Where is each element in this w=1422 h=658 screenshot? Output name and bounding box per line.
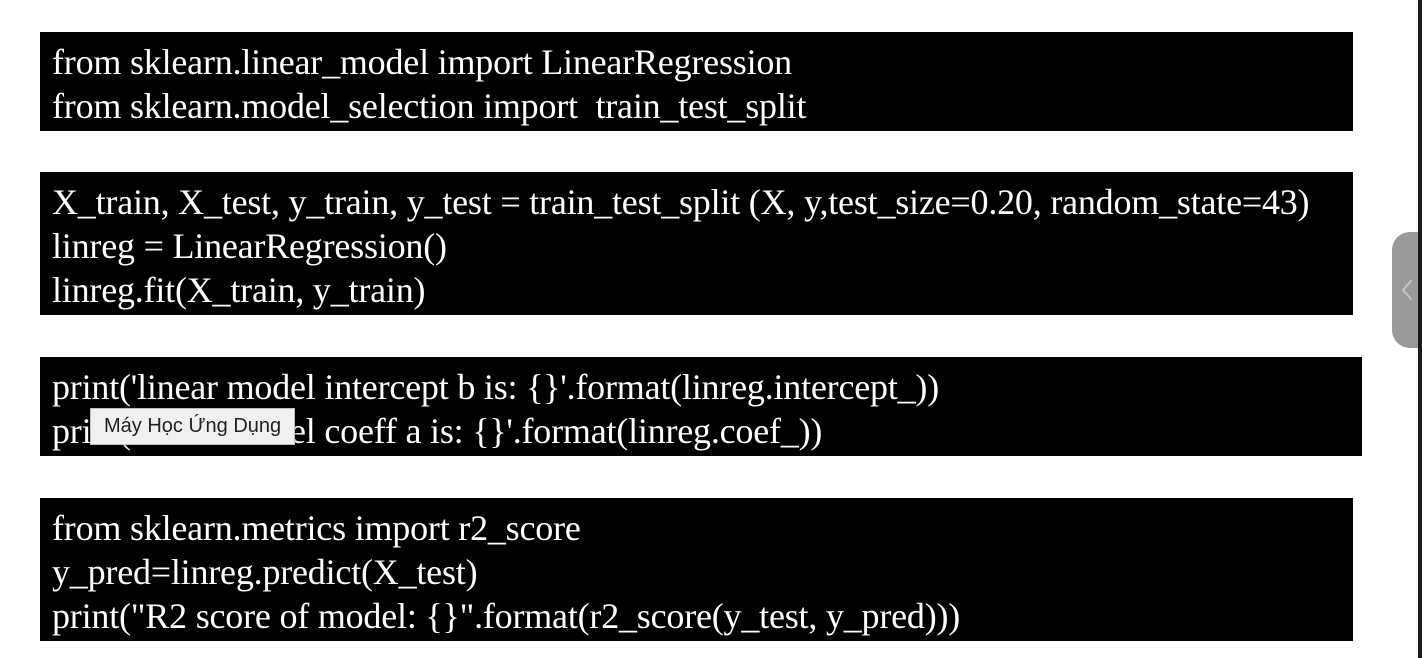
code-line: linreg.fit(X_train, y_train) — [52, 270, 426, 310]
code-line: from sklearn.model_selection import trai… — [52, 86, 807, 126]
code-line: print("R2 score of model: {}".format(r2_… — [52, 596, 961, 636]
code-line: X_train, X_test, y_train, y_test = train… — [52, 182, 1310, 222]
window-edge — [1418, 0, 1422, 658]
code-block-imports: from sklearn.linear_model import LinearR… — [40, 32, 1353, 131]
code-line: linreg = LinearRegression() — [52, 226, 447, 266]
code-line: from sklearn.metrics import r2_score — [52, 508, 581, 548]
code-line: print('linear model intercept b is: {}'.… — [52, 367, 940, 407]
code-block-metrics: from sklearn.metrics import r2_score y_p… — [40, 498, 1353, 641]
code-line: y_pred=linreg.predict(X_test) — [52, 552, 478, 592]
code-line: from sklearn.linear_model import LinearR… — [52, 42, 792, 82]
chevron-left-icon — [1402, 280, 1412, 300]
title-tooltip: Máy Học Ứng Dụng — [90, 408, 296, 445]
code-block-train: X_train, X_test, y_train, y_test = train… — [40, 172, 1353, 315]
side-panel-toggle[interactable] — [1392, 232, 1422, 348]
